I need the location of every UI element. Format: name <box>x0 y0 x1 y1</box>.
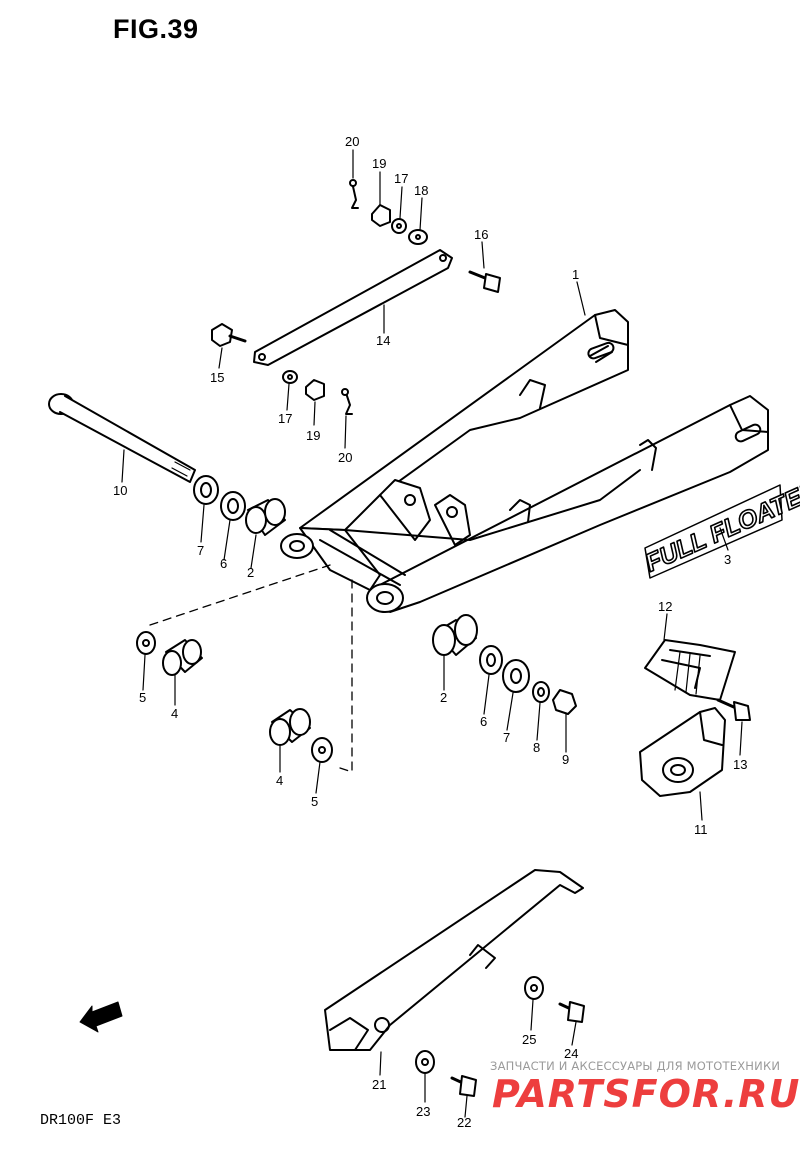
part-label-23: 23 <box>416 1104 430 1119</box>
part-label-10: 10 <box>113 483 127 498</box>
torque-rod-drawing <box>253 249 453 366</box>
part-label-21: 21 <box>372 1077 386 1092</box>
bolt-16-drawing <box>468 270 501 293</box>
part-label-4-lower: 4 <box>276 773 283 788</box>
watermark-brand-logo: PARTSFOR.RU <box>492 1072 800 1116</box>
watermark-text: ЗАПЧАСТИ И АКСЕССУАРЫ ДЛЯ МОТОТЕХНИКИ <box>490 1059 781 1073</box>
part-label-7-left: 7 <box>197 543 204 558</box>
part-label-19-lower: 19 <box>306 428 320 443</box>
part-label-12: 12 <box>658 599 672 614</box>
part-label-18: 18 <box>414 183 428 198</box>
bolt-13-drawing <box>716 698 751 721</box>
part-label-2-left: 2 <box>247 565 254 580</box>
part-number-labels: 1 14 16 20 19 17 18 15 17 19 20 10 7 6 2… <box>113 134 747 1130</box>
part-label-16: 16 <box>474 227 488 242</box>
fwd-arrow-icon: FWD <box>79 1001 123 1033</box>
lower-bush-drawing <box>269 708 333 763</box>
chain-case-drawing <box>639 707 726 797</box>
bolt-15-drawing <box>211 323 247 347</box>
part-label-14: 14 <box>376 333 390 348</box>
part-label-24: 24 <box>564 1046 578 1061</box>
part-label-5-lower: 5 <box>311 794 318 809</box>
pivot-shaft-drawing <box>48 393 196 483</box>
part-label-1: 1 <box>572 267 579 282</box>
part-label-11: 11 <box>694 822 708 837</box>
part-label-20-upper: 20 <box>345 134 359 149</box>
leader-lines <box>121 149 743 1118</box>
part-label-22: 22 <box>457 1115 471 1130</box>
right-pivot-parts-drawing <box>432 614 577 715</box>
swing-arm-drawing <box>280 309 769 613</box>
part-label-6-right: 6 <box>480 714 487 729</box>
part-label-2-right: 2 <box>440 690 447 705</box>
part-label-25: 25 <box>522 1032 536 1047</box>
part-label-9: 9 <box>562 752 569 767</box>
part-label-7-right: 7 <box>503 730 510 745</box>
assembly-centerlines <box>149 564 353 773</box>
model-code: DR100F E3 <box>40 1112 122 1129</box>
chain-guide-drawing <box>644 639 736 701</box>
part-label-19-upper: 19 <box>372 156 386 171</box>
part-label-17-upper: 17 <box>394 171 408 186</box>
part-label-20-lower: 20 <box>338 450 352 465</box>
part-label-13: 13 <box>733 757 747 772</box>
part-label-5-left: 5 <box>139 690 146 705</box>
lower-hardware-drawing <box>282 370 353 415</box>
part-label-17-lower: 17 <box>278 411 292 426</box>
part-label-15: 15 <box>210 370 224 385</box>
figure-title: FIG.39 <box>113 14 199 44</box>
guard-hardware-drawing <box>415 976 585 1097</box>
left-pivot-parts-drawing <box>193 475 286 536</box>
left-bush-drawing <box>136 631 203 676</box>
part-label-4-left: 4 <box>171 706 178 721</box>
part-label-6-left: 6 <box>220 556 227 571</box>
part-label-3: 3 <box>724 552 731 567</box>
chain-guard-drawing <box>324 869 584 1051</box>
upper-hardware-drawing <box>349 179 428 245</box>
part-label-8: 8 <box>533 740 540 755</box>
